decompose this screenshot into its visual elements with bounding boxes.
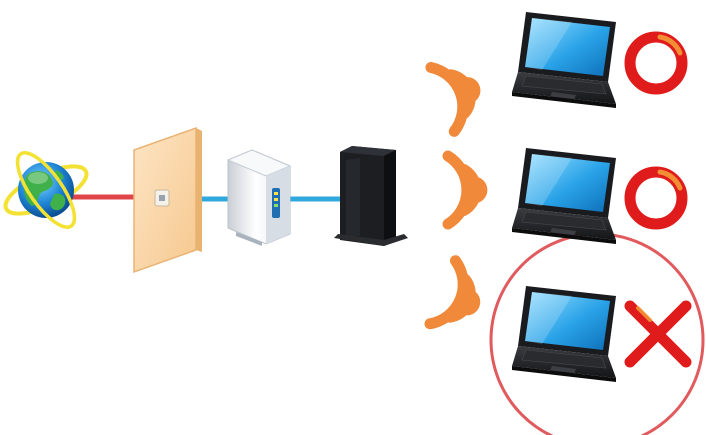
wall-outlet-icon <box>133 126 202 274</box>
laptop-icon-1 <box>511 11 617 109</box>
laptop-icon-2 <box>511 147 617 245</box>
laptop-icon-3 <box>511 285 617 383</box>
circle-ok-icon-1 <box>624 31 688 95</box>
router-icon <box>334 146 408 246</box>
globe-icon <box>3 151 89 229</box>
wifi-wave-icon-1 <box>431 56 487 132</box>
modem-icon <box>226 149 292 246</box>
cross-icon <box>624 300 692 368</box>
circle-ok-icon-2 <box>624 166 688 230</box>
wifi-wave-icon-3 <box>430 261 488 337</box>
wifi-wave-icon-2 <box>448 156 483 224</box>
